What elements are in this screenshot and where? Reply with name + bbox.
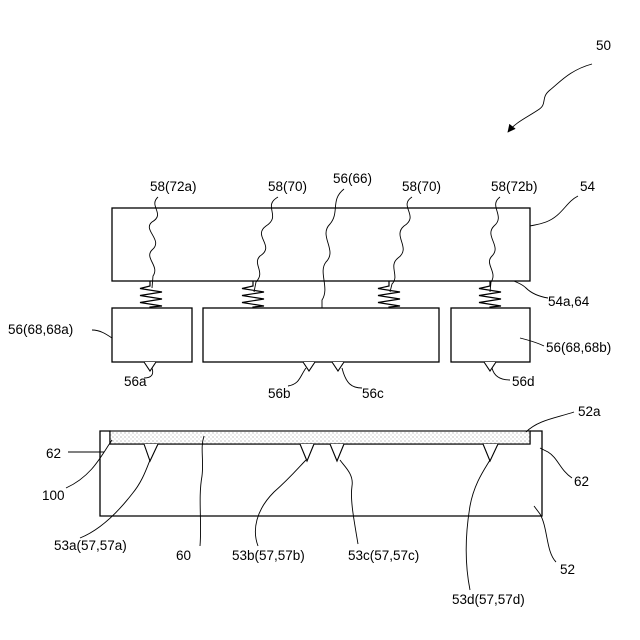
leader-tip-b <box>288 368 306 386</box>
label-sheet-top: 52a <box>578 404 601 419</box>
leader-upper-plate-surface <box>514 281 548 298</box>
label-groove-d: 53d(57,57d) <box>452 592 525 607</box>
label-spring-left-outer: 58(72a) <box>150 179 197 194</box>
center-punch <box>203 308 439 362</box>
label-base: 52 <box>560 562 575 577</box>
label-wall-left: 62 <box>46 446 61 461</box>
label-spring-left-inner: 58(70) <box>268 179 307 194</box>
leader-upper-plate <box>530 196 578 226</box>
leader-tip-c <box>342 368 362 388</box>
label-spring-right-inner: 58(70) <box>402 179 441 194</box>
label-tip-c: 56c <box>362 386 384 401</box>
label-tip-d: 56d <box>512 374 535 389</box>
punch-tip-a <box>144 362 156 371</box>
label-right-punch: 56(68,68b) <box>546 340 611 355</box>
label-upper-plate: 54 <box>580 179 596 194</box>
label-upper-plate-surface: 54a,64 <box>548 294 590 309</box>
leader-wall-right <box>540 448 572 478</box>
label-groove-c: 53c(57,57c) <box>348 548 419 563</box>
label-left-punch: 56(68,68a) <box>8 322 73 337</box>
spring-right-inner <box>378 281 400 308</box>
label-tip-a: 56a <box>124 374 147 389</box>
label-assembly: 50 <box>596 38 611 53</box>
upper-plate <box>112 208 530 281</box>
punch-tip-d <box>484 362 496 371</box>
label-wall-right: 62 <box>574 474 589 489</box>
spring-right-outer <box>479 281 501 308</box>
right-punch <box>451 308 530 362</box>
leader-left-punch <box>92 330 112 338</box>
spring-left-outer <box>140 281 162 308</box>
label-tip-b: 56b <box>268 386 291 401</box>
spring-left-inner <box>242 281 264 308</box>
label-corner: 100 <box>42 488 65 503</box>
left-punch <box>112 308 192 362</box>
leader-sheet-top <box>526 412 574 432</box>
label-layer: 60 <box>176 548 191 563</box>
material-layer <box>110 431 530 444</box>
assembly-pointer <box>508 64 592 132</box>
label-groove-b: 53b(57,57b) <box>232 548 305 563</box>
label-spring-right-outer: 58(72b) <box>491 179 538 194</box>
leader-tip-d <box>492 368 510 380</box>
label-center-punch: 56(66) <box>333 171 372 186</box>
label-groove-a: 53a(57,57a) <box>54 538 127 553</box>
